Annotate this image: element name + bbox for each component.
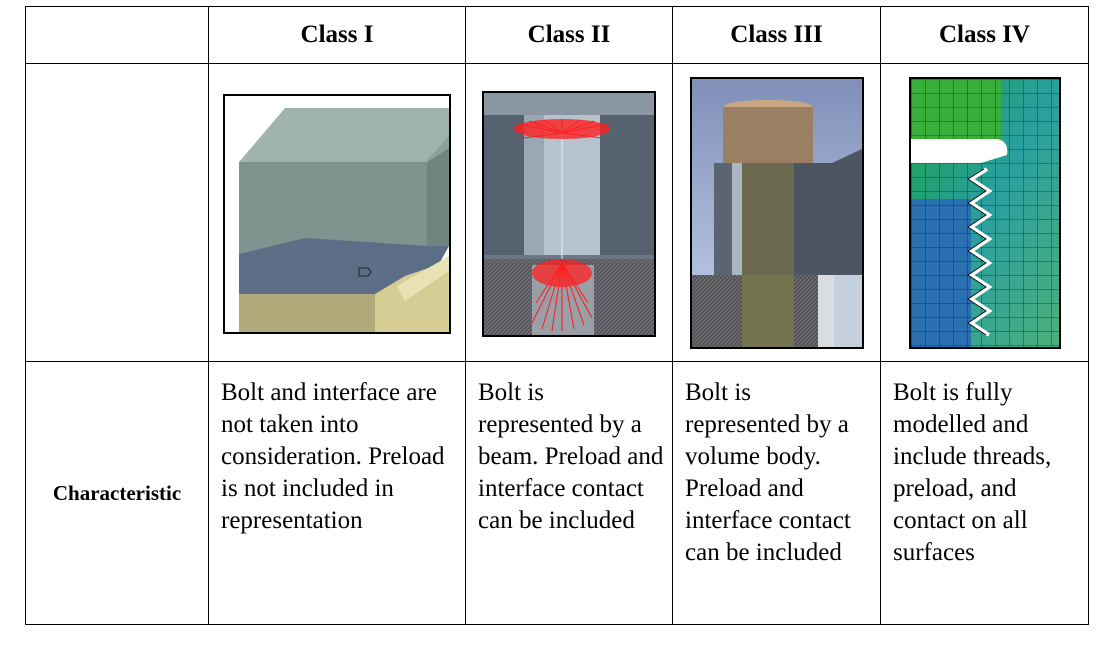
image-row: [25, 63, 1089, 362]
image-cell-class-1: [208, 63, 466, 362]
description-class-4: Bolt is fully modelled and include threa…: [880, 361, 1089, 625]
class-2-beam-model-image: [482, 90, 656, 337]
header-class-4: Class IV: [880, 6, 1089, 64]
image-row-label-cell: [25, 63, 209, 362]
header-class-3: Class III: [672, 6, 881, 64]
class-4-thread-mesh-image: [908, 76, 1061, 349]
image-cell-class-4: [880, 63, 1089, 362]
image-cell-class-3: [672, 63, 881, 362]
class-1-model-image: [223, 93, 451, 334]
image-cell-class-2: [465, 63, 673, 362]
characteristic-row: Characteristic Bolt and interface are no…: [25, 361, 1089, 625]
description-class-3: Bolt is represented by a volume body. Pr…: [672, 361, 881, 625]
description-class-2: Bolt is represented by a beam. Preload a…: [465, 361, 673, 625]
bolt-classification-table: Class I Class II Class III Class IV: [25, 6, 1089, 625]
row-label-characteristic: Characteristic: [25, 361, 209, 625]
header-class-1: Class I: [208, 6, 466, 64]
class-3-volume-model-image: [689, 76, 864, 349]
description-class-1: Bolt and interface are not taken into co…: [208, 361, 466, 625]
header-row: Class I Class II Class III Class IV: [25, 6, 1089, 64]
header-class-2: Class II: [465, 6, 673, 64]
header-empty: [25, 6, 209, 64]
